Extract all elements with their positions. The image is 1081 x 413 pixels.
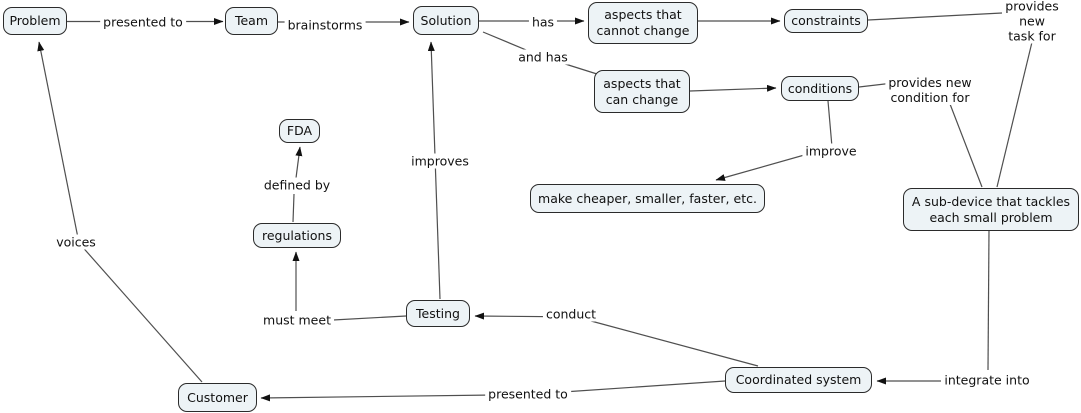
node-testing[interactable]: Testing xyxy=(406,300,470,327)
node-customer[interactable]: Customer xyxy=(178,383,257,412)
edge-label-conduct[interactable]: conduct xyxy=(542,306,600,322)
edge-presented-to-bottom-line-1 xyxy=(562,380,726,393)
node-aspects-that-cannot-change[interactable]: aspects that cannot change xyxy=(588,2,698,44)
node-conditions[interactable]: conditions xyxy=(781,76,859,101)
edge-label-improve[interactable]: improve xyxy=(802,143,860,159)
edge-defined-by-line-2 xyxy=(295,146,303,179)
node-constraints[interactable]: constraints xyxy=(784,9,868,33)
edge-label-integrate-into[interactable]: integrate into xyxy=(941,372,1033,388)
edge-integrate-into-line-1 xyxy=(987,229,990,371)
edge-label-must-meet[interactable]: must meet xyxy=(260,312,334,328)
node-aspects-that-can-change[interactable]: aspects that can change xyxy=(594,70,690,113)
edge-label-presented-to-bottom[interactable]: presented to xyxy=(485,386,571,402)
edge-must-meet-line-1 xyxy=(332,315,407,321)
node-regulations[interactable]: regulations xyxy=(253,223,341,248)
edge-improve-line-1 xyxy=(827,100,833,148)
edge-provides-condition-line-2 xyxy=(949,103,983,188)
edge-label-provides-new-condition-for[interactable]: provides new condition for xyxy=(885,75,975,105)
node-fda[interactable]: FDA xyxy=(279,119,320,143)
edge-label-defined-by[interactable]: defined by xyxy=(260,177,334,193)
edge-provides-task-line-1 xyxy=(867,12,1003,21)
edge-conduct-line-1 xyxy=(590,320,759,367)
edge-defined-by-line-1 xyxy=(292,193,295,223)
edge-label-and-has[interactable]: and has xyxy=(515,49,571,65)
node-problem[interactable]: Problem xyxy=(3,7,67,35)
edge-presented-to-bottom-line-2 xyxy=(260,394,495,402)
edge-voices-line-1 xyxy=(78,242,203,383)
edge-label-brainstorms[interactable]: brainstorms xyxy=(284,17,366,33)
edge-label-improves[interactable]: improves xyxy=(408,153,472,169)
node-coordinated-system[interactable]: Coordinated system xyxy=(725,367,872,393)
node-solution[interactable]: Solution xyxy=(413,6,479,35)
edge-improves-line xyxy=(427,41,441,300)
edge-can-to-conditions-line xyxy=(689,84,777,92)
edge-label-provides-new-task-for[interactable]: provides new task for xyxy=(1002,0,1062,44)
node-team[interactable]: Team xyxy=(225,7,278,35)
edge-voices-line-2 xyxy=(37,41,80,244)
edge-label-has[interactable]: has xyxy=(528,14,558,30)
edge-label-presented-to-top[interactable]: presented to xyxy=(100,14,186,30)
edge-provides-task-line-2 xyxy=(996,37,1034,188)
node-sub-device[interactable]: A sub-device that tackles each small pro… xyxy=(903,188,1079,231)
edge-label-voices[interactable]: voices xyxy=(53,234,99,250)
node-make-cheaper-smaller-faster[interactable]: make cheaper, smaller, faster, etc. xyxy=(530,184,765,213)
